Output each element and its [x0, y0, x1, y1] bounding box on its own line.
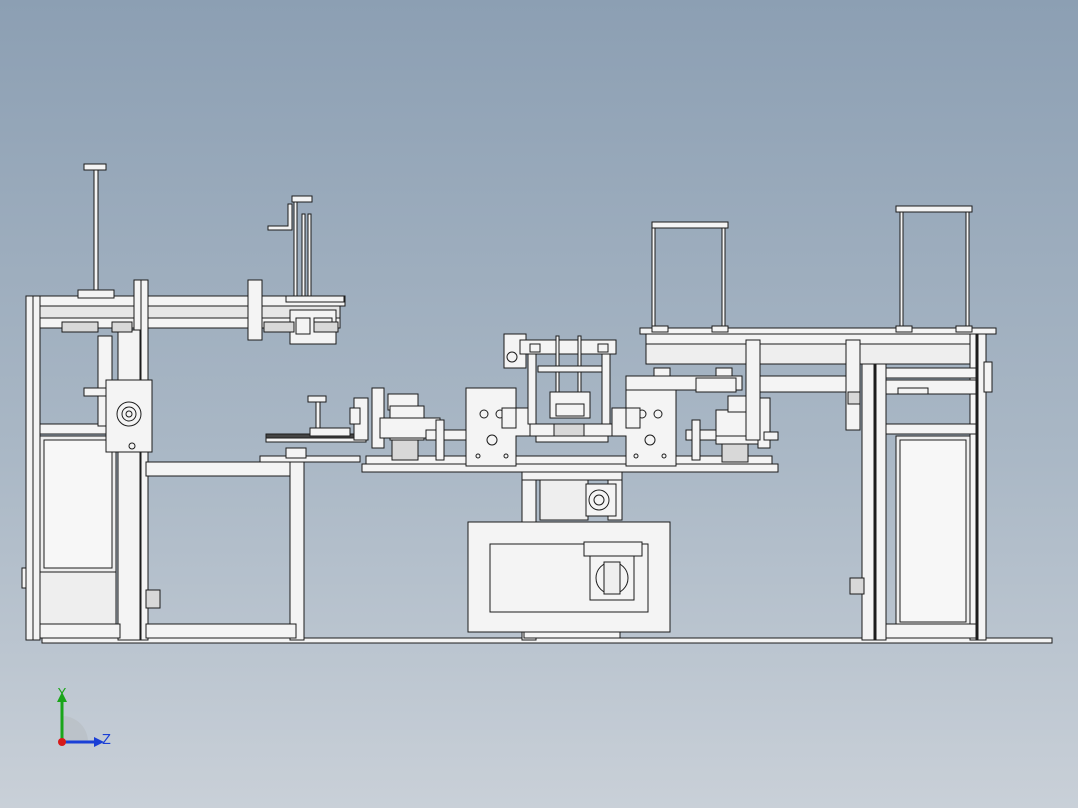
centre-table — [361, 333, 779, 473]
motor-stand — [467, 471, 671, 641]
right-frame — [625, 205, 997, 641]
triad-z-label: Z — [102, 733, 111, 748]
triad-z-arrow — [94, 737, 104, 747]
triad-y-label: Y — [57, 687, 66, 702]
triad-x-axis-dot — [58, 738, 66, 746]
triad-y-arrow — [57, 692, 67, 702]
base-plate — [41, 637, 1053, 644]
triad-plane-shading — [62, 716, 88, 742]
left-conveyor — [259, 395, 369, 463]
orientation-triad[interactable]: Y Z — [44, 682, 124, 762]
left-frame — [21, 163, 346, 641]
